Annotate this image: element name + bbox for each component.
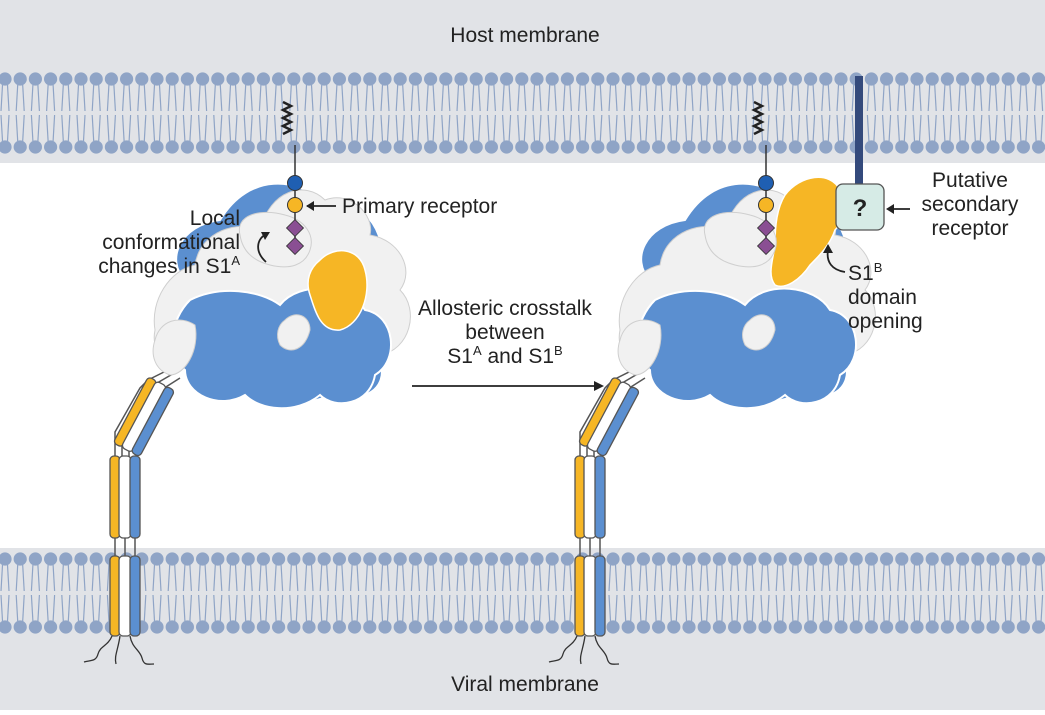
local-change-arrowhead — [261, 232, 270, 240]
crosstalk-line2: between — [465, 321, 545, 344]
crosstalk-and-s1b: and S1 — [481, 345, 555, 368]
left-receptor-yellow-node — [287, 197, 303, 213]
secondary-receptor-stalk — [855, 76, 863, 188]
domain-opening-line1: S1B — [848, 260, 923, 286]
crosstalk-arrow — [412, 381, 604, 391]
viral-membrane-label: Viral membrane — [451, 673, 599, 696]
primary-receptor-label: Primary receptor — [342, 195, 498, 218]
host-membrane-label: Host membrane — [450, 24, 600, 47]
left-s1b-domain — [307, 250, 368, 331]
right-spike — [548, 176, 877, 665]
domain-opening-line2: domain — [848, 286, 917, 309]
local-change-line1: Local — [189, 207, 240, 230]
secondary-receptor-arrow — [886, 204, 910, 214]
domain-opening-line3: opening — [848, 310, 923, 333]
local-change-line2: conformational — [102, 231, 240, 254]
crosstalk-line3: S1A and S1B — [385, 343, 625, 369]
primary-receptor-arrow — [306, 201, 336, 211]
crosstalk-s1b-sup: B — [554, 343, 563, 358]
secondary-receptor-line1: Putative — [932, 169, 1008, 192]
crosstalk-line1: Allosteric crosstalk — [418, 297, 592, 320]
domain-opening-sup: B — [873, 260, 883, 275]
left-primary-receptor — [280, 100, 305, 256]
right-primary-receptor — [751, 100, 776, 256]
secondary-receptor-box — [835, 183, 885, 231]
right-receptor-blue-node — [758, 175, 774, 191]
right-s1a-domain — [703, 211, 777, 268]
secondary-receptor-line2: secondary — [921, 193, 1019, 216]
local-change-line3-sup: A — [231, 253, 240, 268]
crosstalk-label: Allosteric crosstalk between S1A and S1B — [385, 297, 625, 369]
domain-opening-label: S1B domain opening — [848, 260, 923, 334]
secondary-receptor — [835, 76, 885, 231]
local-change-label: Local conformational changes in S1A — [40, 207, 240, 279]
secondary-receptor-label: Putative secondary receptor — [905, 169, 1035, 241]
local-change-line3: changes in S1A — [40, 253, 240, 279]
secondary-receptor-line3: receptor — [931, 217, 1009, 240]
right-receptor-yellow-node — [758, 197, 774, 213]
domain-opening-arrowhead — [823, 244, 833, 253]
crosstalk-s1a-sup: A — [472, 343, 482, 358]
question-mark: ? — [853, 195, 868, 222]
crosstalk-s1a: S1 — [447, 345, 473, 368]
domain-opening-s1: S1 — [848, 262, 874, 285]
local-change-line3-text: changes in S1 — [98, 255, 232, 278]
viral-bilayer — [0, 552, 1045, 634]
left-receptor-blue-node — [287, 175, 303, 191]
